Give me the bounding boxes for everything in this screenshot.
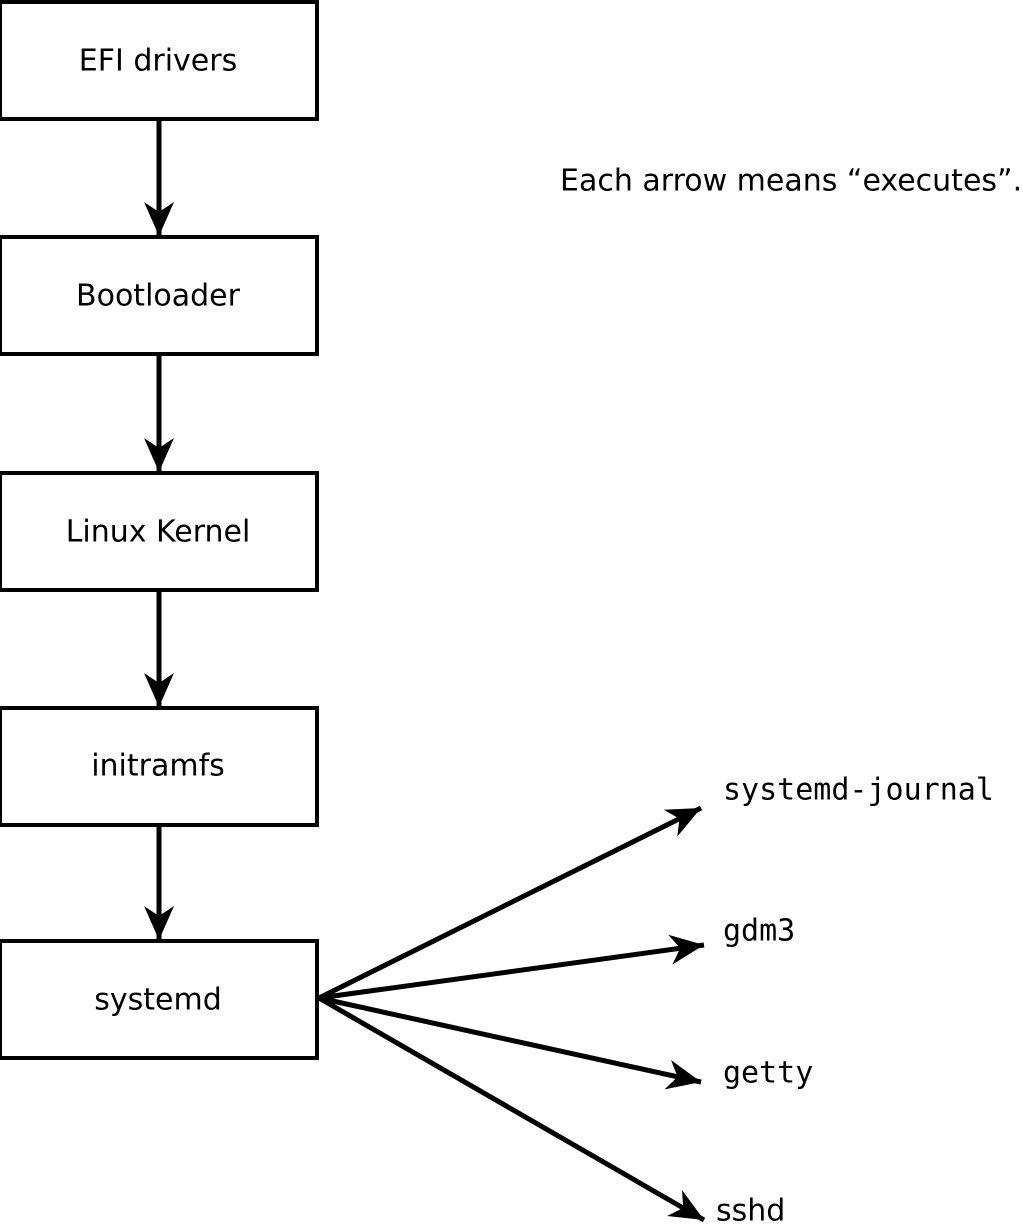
node-systemd [0, 939, 319, 1060]
node-linux-kernel [0, 471, 319, 592]
target-label-gdm3: gdm3 [723, 914, 795, 949]
node-label-initramfs: initramfs [91, 749, 225, 784]
connector-systemd-to-getty [318, 995, 702, 1090]
node-bootloader [0, 235, 319, 356]
node-label-linux-kernel: Linux Kernel [66, 515, 251, 550]
target-label-sshd: sshd [716, 1194, 785, 1229]
connector-systemd-to-gdm3 [318, 934, 705, 1001]
node-initramfs [0, 706, 319, 827]
node-efi-drivers [0, 0, 319, 121]
node-label-systemd: systemd [94, 983, 222, 1018]
connector-systemd-to-systemd-journal [317, 805, 703, 1001]
target-label-getty: getty [723, 1056, 813, 1091]
connector-systemd-to-sshd [317, 995, 706, 1223]
node-label-efi-drivers: EFI drivers [79, 44, 237, 79]
arrow-meaning-note: Each arrow means “executes”. [560, 164, 1022, 199]
node-label-bootloader: Bootloader [76, 279, 241, 314]
target-label-systemd-journal: systemd-journal [723, 773, 994, 808]
